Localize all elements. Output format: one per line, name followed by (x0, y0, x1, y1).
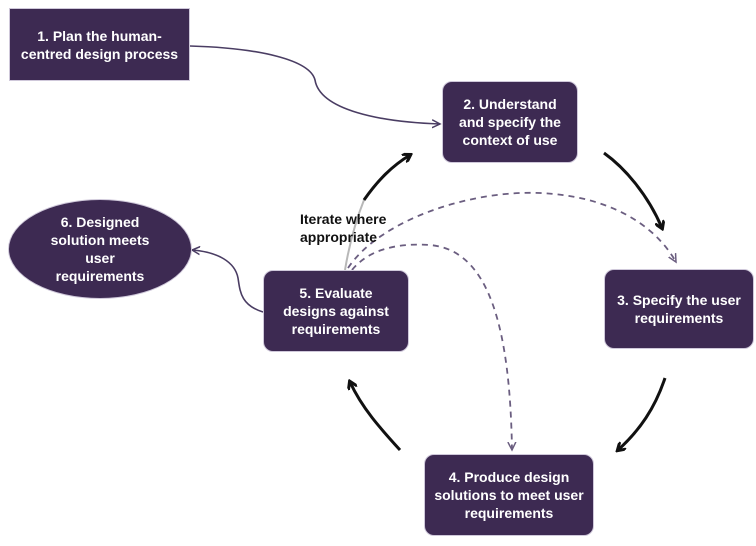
edge-context-to-requirements (603, 151, 662, 228)
node-evaluate-label: 5. Evaluate designs against requirements (283, 285, 389, 337)
edge-evaluate-to-produce-dashed (351, 243, 512, 450)
edge-requirements-to-produce (618, 377, 667, 450)
node-context-label: 2. Understand and specify the context of… (459, 96, 561, 148)
node-requirements-label: 3. Specify the user requirements (617, 292, 741, 326)
node-plan-label: 1. Plan the human-centred design process (20, 27, 179, 62)
edge-evaluate-to-designed (192, 250, 264, 313)
node-designed-label: 6. Designed solution meets user requirem… (50, 214, 150, 284)
node-plan: 1. Plan the human-centred design process (9, 8, 190, 81)
edge-evaluate-to-context-faded (344, 199, 365, 271)
edge-plan-to-context (189, 45, 440, 124)
edge-evaluate-to-context (362, 155, 410, 201)
node-evaluate: 5. Evaluate designs against requirements (263, 270, 409, 352)
node-produce-label: 4. Produce design solutions to meet user… (434, 469, 584, 521)
iterate-label: Iterate where appropriate (300, 211, 387, 245)
node-produce: 4. Produce design solutions to meet user… (424, 454, 594, 536)
node-designed: 6. Designed solution meets user requirem… (8, 199, 192, 299)
node-context: 2. Understand and specify the context of… (442, 81, 578, 163)
edge-produce-to-evaluate (350, 382, 402, 452)
node-requirements: 3. Specify the user requirements (604, 269, 754, 349)
edge-evaluate-to-requirements-dashed (347, 191, 676, 269)
